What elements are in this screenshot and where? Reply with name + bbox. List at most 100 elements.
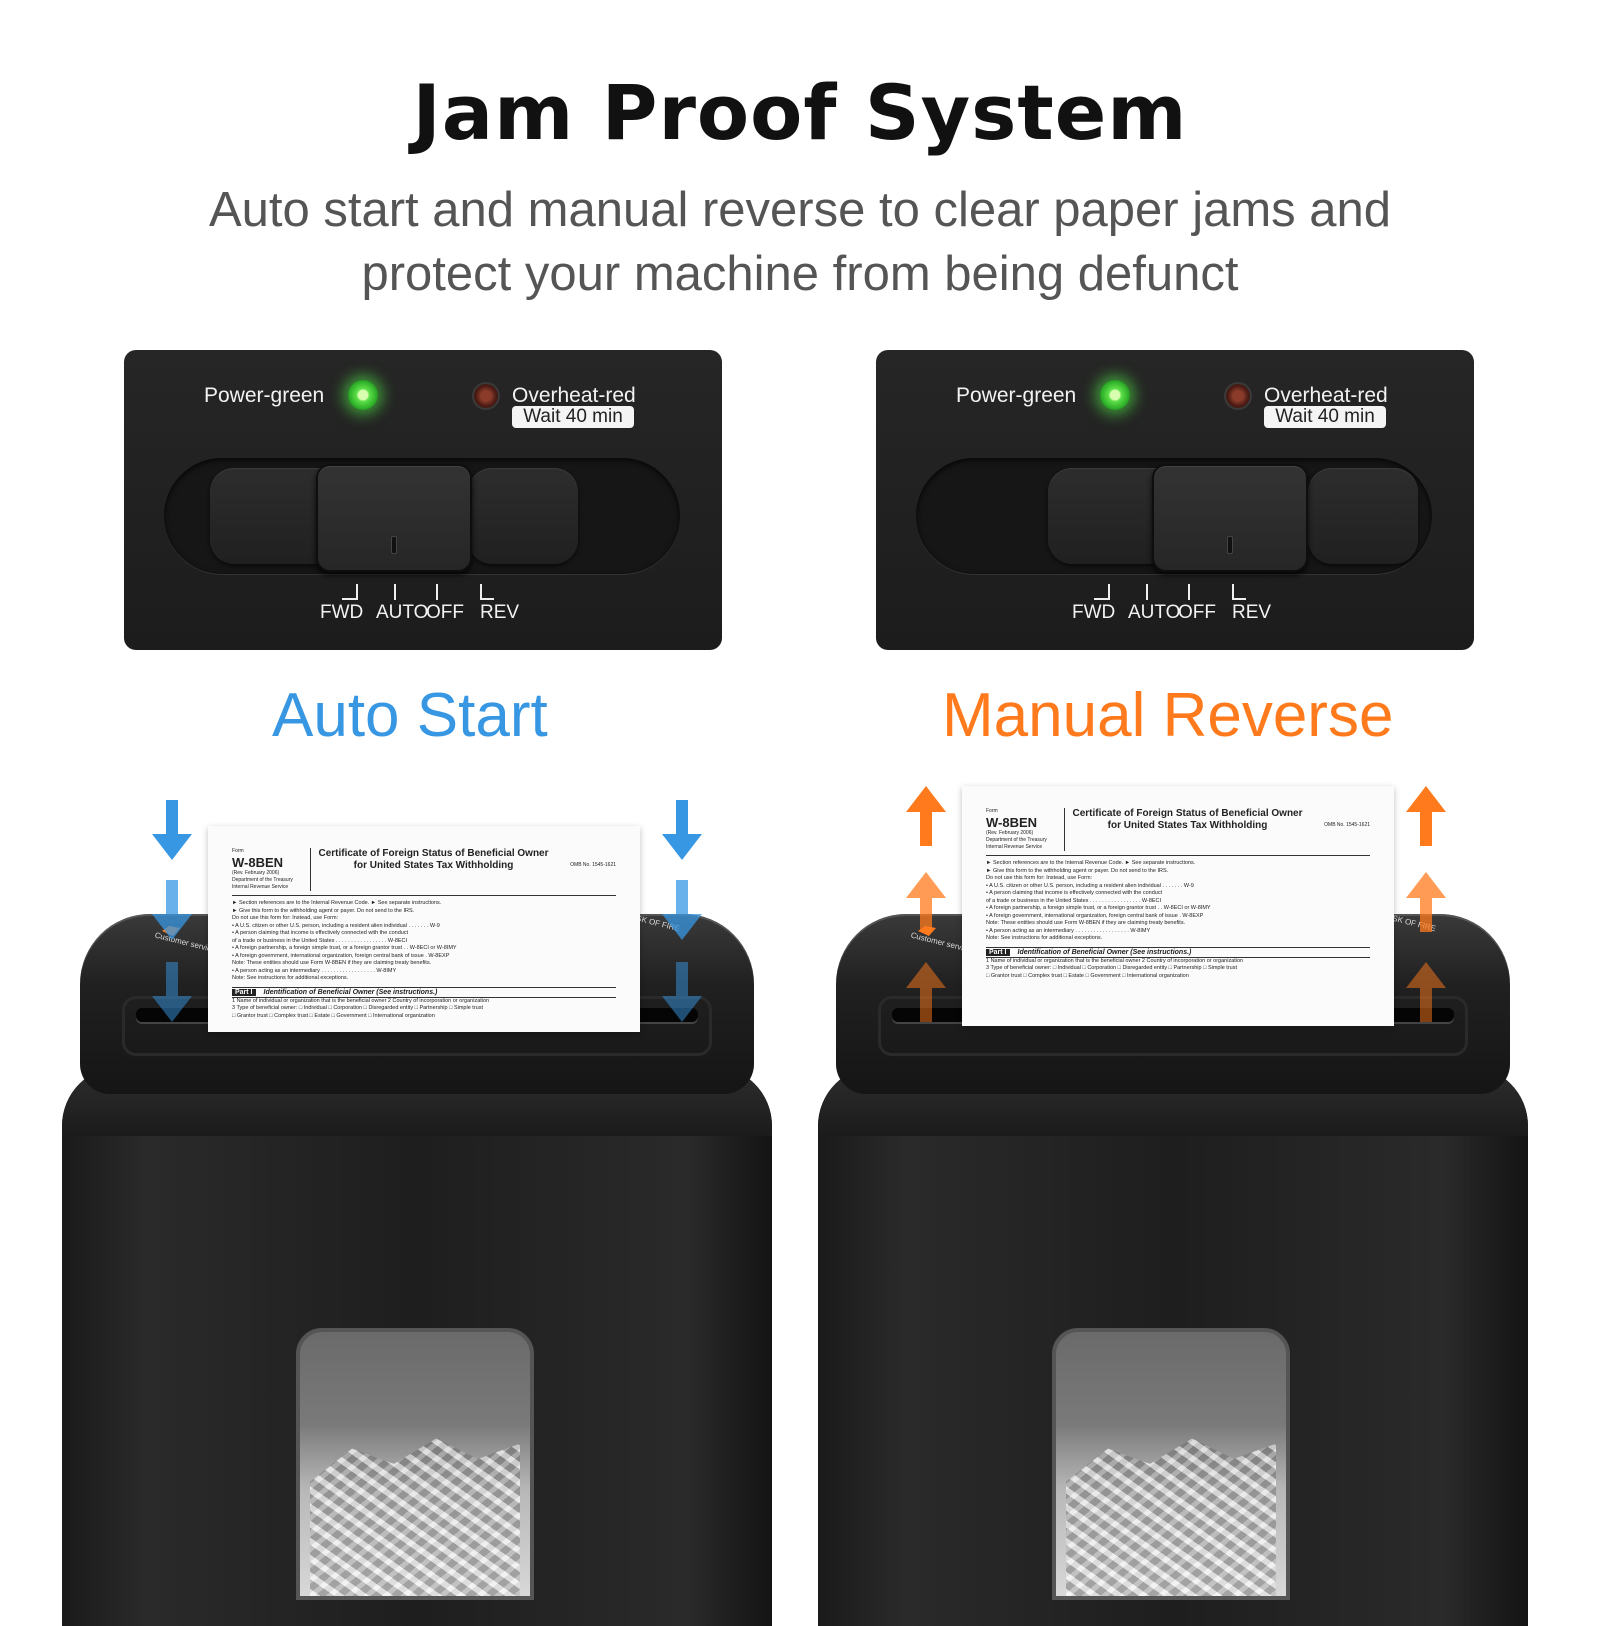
- manual-reverse-heading: Manual Reverse: [942, 681, 1394, 750]
- fwd-tick: [1094, 584, 1110, 600]
- form-line: 1 Name of individual or organization tha…: [232, 997, 490, 1004]
- arrow-down-icon: [152, 962, 192, 1022]
- overheat-label: Overheat-red: [512, 384, 636, 407]
- arrow-up-icon: [906, 786, 946, 846]
- form-line: Do not use this form for: Instead, use F…: [986, 875, 1093, 881]
- power-label: Power-green: [204, 384, 325, 407]
- form-title-2: for United States Tax Withholding: [353, 860, 514, 871]
- auto-start-heading: Auto Start: [272, 681, 548, 750]
- mode-switch-knob[interactable]: [1152, 464, 1308, 572]
- rev-tick: [480, 584, 494, 600]
- form-line: Note: See instructions for additional ex…: [232, 975, 349, 981]
- form-line: • A U.S. citizen or other U.S. person, i…: [232, 922, 440, 929]
- position-fwd: FWD: [320, 602, 364, 623]
- form-line: • A U.S. citizen or other U.S. person, i…: [986, 882, 1194, 889]
- off-tick: [1188, 584, 1190, 600]
- form-omb: OMB No. 1545-1621: [570, 862, 616, 868]
- power-label: Power-green: [956, 384, 1077, 407]
- arrow-down-icon: [662, 800, 702, 860]
- subtitle-line-2: protect your machine from being defunct: [361, 247, 1239, 301]
- shred-view-window: [296, 1328, 534, 1600]
- subtitle-line-1: Auto start and manual reverse to clear p…: [208, 183, 1392, 237]
- arrow-up-icon: [906, 872, 946, 932]
- form-line: ► Section references are to the Internal…: [232, 900, 442, 906]
- position-fwd: FWD: [1072, 602, 1116, 623]
- fwd-tick: [342, 584, 358, 600]
- overheat-label: Overheat-red: [1264, 384, 1388, 407]
- power-led-icon: [348, 380, 378, 410]
- mode-switch-knob[interactable]: [316, 464, 472, 572]
- form-line: • A person claiming that income is effec…: [232, 930, 409, 936]
- form-line: Do not use this form for: Instead, use F…: [232, 915, 339, 921]
- form-title-1: Certificate of Foreign Status of Benefic…: [1072, 808, 1303, 819]
- page-subtitle: Auto start and manual reverse to clear p…: [150, 178, 1450, 306]
- arrow-down-icon: [662, 880, 702, 940]
- part-label: Part I: [232, 988, 256, 996]
- form-line: of a trade or business in the United Sta…: [232, 937, 408, 944]
- form-line: • A foreign government, international or…: [232, 952, 450, 959]
- form-line: • A foreign partnership, a foreign simpl…: [986, 905, 1211, 911]
- form-line: of a trade or business in the United Sta…: [986, 897, 1162, 904]
- switch-slot-rev: [468, 468, 578, 564]
- form-line: □ Grantor trust □ Complex trust □ Estate…: [986, 972, 1189, 979]
- position-auto: AUTO: [1128, 602, 1181, 623]
- form-line: □ Grantor trust □ Complex trust □ Estate…: [232, 1012, 435, 1019]
- arrow-up-icon: [906, 962, 946, 1022]
- form-id: W-8BEN: [232, 855, 284, 870]
- form-line: Note: See instructions for additional ex…: [986, 935, 1103, 941]
- form-line: • A foreign partnership, a foreign simpl…: [232, 945, 457, 951]
- form-line: • A person claiming that income is effec…: [986, 890, 1163, 896]
- power-led-icon: [1100, 380, 1130, 410]
- form-line: Note: These entities should use Form W-8…: [232, 960, 432, 966]
- switch-slot-rev: [1308, 468, 1418, 564]
- form-line: 1 Name of individual or organization tha…: [986, 957, 1244, 964]
- form-dept: Department of the Treasury Internal Reve…: [986, 837, 1047, 850]
- form-title-2: for United States Tax Withholding: [1107, 820, 1268, 831]
- form-title-1: Certificate of Foreign Status of Benefic…: [318, 848, 549, 859]
- form-omb: OMB No. 1545-1621: [1324, 822, 1370, 828]
- position-auto: AUTO: [376, 602, 429, 623]
- form-dept: Department of the Treasury Internal Reve…: [232, 877, 293, 890]
- rev-tick: [1232, 584, 1246, 600]
- form-line: ► Section references are to the Internal…: [986, 860, 1196, 866]
- shred-view-window: [1052, 1328, 1290, 1600]
- arrow-down-icon: [152, 800, 192, 860]
- arrow-up-icon: [1406, 872, 1446, 932]
- wait-badge: Wait 40 min: [1264, 406, 1386, 428]
- form-id: W-8BEN: [986, 815, 1038, 830]
- part-title: Identification of Beneficial Owner (See …: [1017, 948, 1192, 956]
- position-rev: REV: [480, 602, 520, 623]
- form-line: ► Give this form to the withholding agen…: [232, 907, 415, 914]
- form-line: 3 Type of beneficial owner: □ Individual…: [232, 1005, 483, 1011]
- wait-badge: Wait 40 min: [512, 406, 634, 428]
- form-line: • A person acting as an intermediary . .…: [232, 967, 397, 974]
- form-line: ► Give this form to the withholding agen…: [986, 867, 1169, 874]
- off-tick: [436, 584, 438, 600]
- form-line: • A person acting as an intermediary . .…: [986, 927, 1151, 934]
- control-panel-auto: Power-green Overheat-red Wait 40 min FWD…: [124, 350, 722, 650]
- arrow-down-icon: [662, 962, 702, 1022]
- part-title: Identification of Beneficial Owner (See …: [263, 988, 438, 996]
- part-label: Part I: [986, 948, 1010, 956]
- position-off: OFF: [1178, 602, 1216, 623]
- arrow-down-icon: [152, 880, 192, 940]
- form-label: Form: [986, 808, 998, 814]
- position-off: OFF: [426, 602, 464, 623]
- form-rev: (Rev. February 2006): [986, 830, 1034, 836]
- form-rev: (Rev. February 2006): [232, 870, 280, 876]
- auto-tick: [394, 584, 396, 600]
- form-line: Note: These entities should use Form W-8…: [986, 920, 1186, 926]
- page-title: Jam Proof System: [412, 68, 1188, 157]
- form-line: 3 Type of beneficial owner: □ Individual…: [986, 965, 1237, 971]
- overheat-led-icon: [1224, 382, 1252, 410]
- form-line: • A foreign government, international or…: [986, 912, 1204, 919]
- form-label: Form: [232, 848, 244, 854]
- position-rev: REV: [1232, 602, 1272, 623]
- arrow-up-icon: [1406, 786, 1446, 846]
- arrow-up-icon: [1406, 962, 1446, 1022]
- control-panel-reverse: Power-green Overheat-red Wait 40 min FWD…: [876, 350, 1474, 650]
- auto-tick: [1146, 584, 1148, 600]
- overheat-led-icon: [472, 382, 500, 410]
